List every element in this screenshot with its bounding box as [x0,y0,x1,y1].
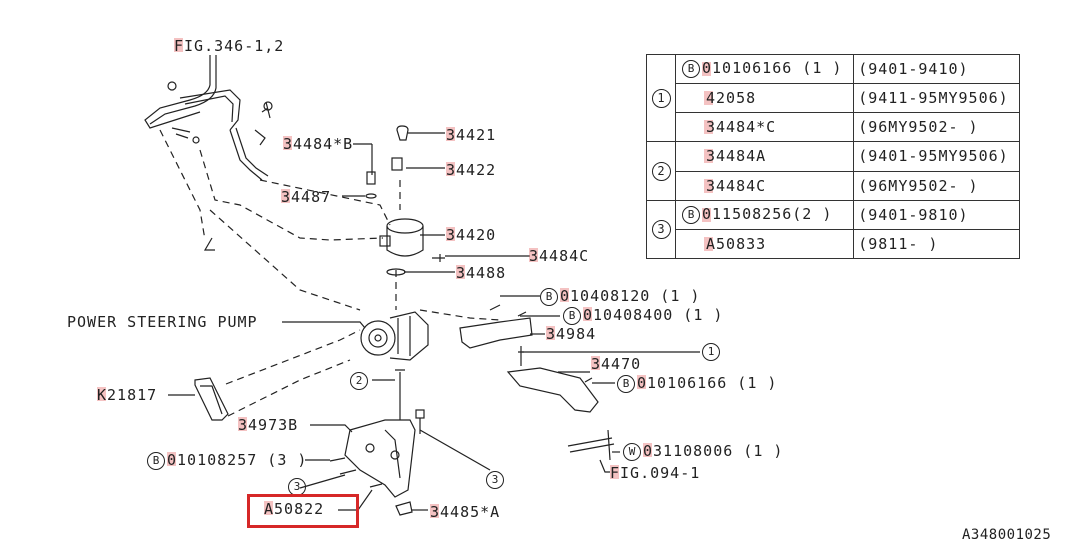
leader-lines [168,132,700,511]
table-row: 34484C (96MY9502- ) [647,170,1020,201]
table-row: 42058 (9411-95MY9506) [647,83,1020,114]
b-marker: B [563,307,581,325]
part-number: 34484*C [706,118,777,137]
pump [360,311,429,361]
label-fig-094[interactable]: FIG.094-1 [610,464,701,482]
part-number: 42058 [706,89,757,108]
b-marker: B [682,60,700,79]
label-a50822[interactable]: A50822 [264,500,325,518]
dashed-routing [159,129,501,417]
b-marker: B [682,205,700,224]
part-number: 34484A [706,147,767,166]
bracket [329,369,425,516]
label-34488: 34488 [456,264,507,282]
part-number-cell[interactable]: 34484C [674,170,855,201]
applicability-range: (96MY9502- ) [853,170,1020,201]
applicability-range: (9401-95MY9506) [853,141,1020,172]
applicability-range: (96MY9502- ) [853,112,1020,143]
label-fig-346[interactable]: FIG.346-1,2 [174,37,285,55]
highlight-box [247,494,359,528]
part-number-cell[interactable]: 42058 [674,83,855,114]
label-34984: 34984 [546,325,597,343]
table-row: 2 34484A (9401-95MY9506) [646,141,1020,201]
label-circle-3-right: 3 [486,470,506,490]
group-cell: 2 [646,141,676,201]
group-number: 3 [651,220,671,240]
label-34484c: 34484C [529,247,590,265]
b-marker: B [147,452,165,470]
label-circle-2: 2 [350,371,370,391]
group-cell: 3 [646,199,676,260]
part-number: 011508256(2 ) [702,204,833,223]
label-power-steering-pump: POWER STEERING PUMP [67,313,258,331]
label-34422: 34422 [446,161,497,179]
document-code: A348001025 [962,527,1052,543]
group-number: 2 [651,162,671,182]
label-34421: 34421 [446,126,497,144]
label-circle-1: 1 [702,342,722,362]
table-row: A50833 (9811- ) [647,228,1020,260]
part-number-cell[interactable]: 34484A [674,141,855,172]
applicability-range: (9411-95MY9506) [853,83,1020,114]
part-number: A50833 [706,234,767,253]
w-marker: W [623,443,641,461]
part-number: 010106166 (1 ) [702,59,843,78]
bracket-34984 [459,304,533,349]
part-number: 34484C [706,176,767,195]
label-34470: 34470 [591,355,642,373]
b-marker: B [540,288,558,306]
label-34485a: 34485*A [430,503,501,521]
label-34973b: 34973B [238,416,299,434]
hose-assembly [144,55,273,251]
label-34484b: 34484*B [283,135,354,153]
label-34420: 34420 [446,226,497,244]
part-number-cell[interactable]: A50833 [674,228,855,260]
applicability-range: (9811- ) [853,228,1020,260]
label-k21817: K21817 [97,386,158,404]
applicability-range: (9401-9410) [853,53,1020,85]
reservoir [365,125,445,276]
group-number: 1 [651,89,671,109]
part-number-cell[interactable]: 34484*C [674,112,855,143]
belt [194,377,229,421]
b-marker: B [617,375,635,393]
table-row: 34484*C (96MY9502- ) [647,112,1020,143]
applicability-range: (9401-9810) [853,199,1020,230]
group-cell: 1 [646,53,676,143]
label-34487: 34487 [281,188,332,206]
